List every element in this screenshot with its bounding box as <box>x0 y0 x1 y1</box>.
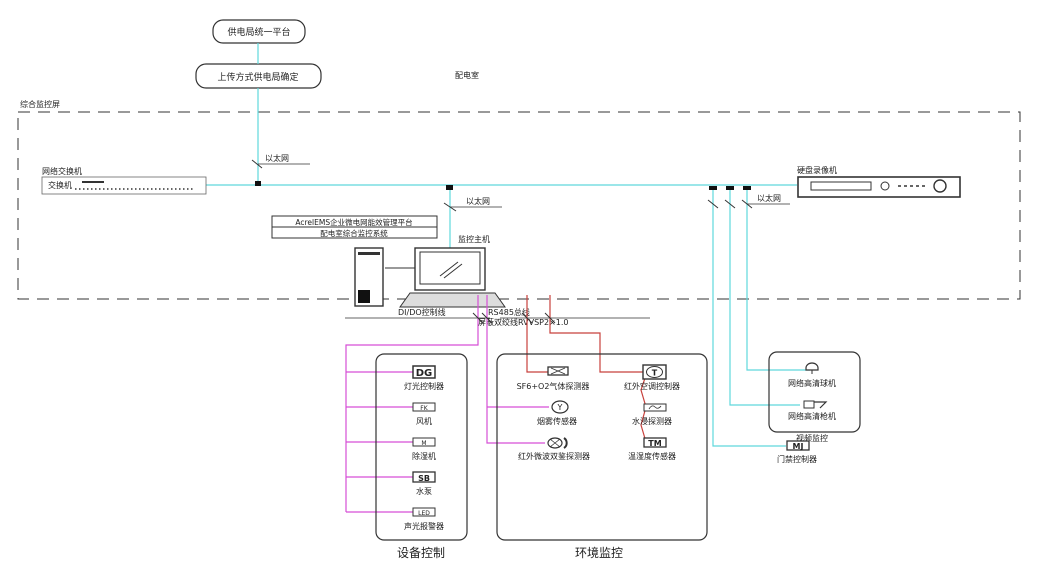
device-fan: FK 风机 <box>412 402 436 426</box>
sensor-smoke: Y 烟雾传感器 <box>537 400 577 426</box>
switch-group-label: 网络交换机 <box>42 166 82 176</box>
device-alarm: LED 声光报警器 <box>404 507 444 531</box>
software-line1: AcrelEMS企业微电网能效管理平台 <box>295 217 412 227</box>
svg-text:FK: FK <box>420 405 428 412</box>
svg-text:网络高清球机: 网络高清球机 <box>788 378 836 388</box>
pc-tower-icon <box>354 247 415 307</box>
svg-text:烟雾传感器: 烟雾传感器 <box>537 416 577 426</box>
dido-label: DI/DO控制线 <box>398 307 446 317</box>
svg-text:T: T <box>652 369 658 378</box>
svg-text:MJ: MJ <box>793 442 804 451</box>
svg-text:风机: 风机 <box>416 416 432 426</box>
svg-text:水浸探测器: 水浸探测器 <box>632 416 672 426</box>
svg-text:网络高清枪机: 网络高清枪机 <box>788 411 836 421</box>
svg-text:灯光控制器: 灯光控制器 <box>404 381 444 391</box>
svg-text:以太网: 以太网 <box>265 153 289 163</box>
svg-text:红外空调控制器: 红外空调控制器 <box>624 381 680 391</box>
upload-node: 上传方式供电局确定 <box>195 63 322 89</box>
monitor-panel-border <box>17 111 1021 300</box>
svg-text:DG: DG <box>416 368 433 379</box>
network-nodes <box>255 181 751 190</box>
svg-text:除湿机: 除湿机 <box>412 451 436 461</box>
host-label: 监控主机 <box>458 234 490 244</box>
video-recorder-icon <box>797 176 961 198</box>
bullet-camera: 网络高清枪机 <box>788 400 836 421</box>
upload-label: 上传方式供电局确定 <box>217 71 298 83</box>
device-dehumidifier: M 除湿机 <box>412 437 436 461</box>
svg-text:门禁控制器: 门禁控制器 <box>777 454 817 464</box>
switch-label: 交换机 <box>48 180 72 190</box>
svg-text:SB: SB <box>418 474 430 483</box>
svg-text:以太网: 以太网 <box>757 193 781 203</box>
access-controller: MJ 门禁控制器 <box>777 440 817 464</box>
ethernet-label-1: 以太网 <box>251 153 310 169</box>
rs485-label: RS485总线 <box>488 307 530 317</box>
panel-title: 综合监控屏 <box>20 99 60 109</box>
device-water-pump: SB 水泵 <box>412 471 436 496</box>
monitor-icon <box>399 247 506 308</box>
room-label: 配电室 <box>455 70 479 80</box>
software-line2: 配电室综合监控系统 <box>320 228 388 238</box>
dome-camera: 网络高清球机 <box>788 362 836 388</box>
sensor-water-leak: 水浸探测器 <box>632 403 672 426</box>
svg-text:M: M <box>421 440 426 447</box>
video-monitor-title: 视频监控 <box>796 433 828 443</box>
recorder-label: 硬盘录像机 <box>797 165 837 175</box>
svg-text:温湿度传感器: 温湿度传感器 <box>628 451 676 461</box>
svg-text:LED: LED <box>418 510 430 517</box>
device-control-box <box>375 353 468 541</box>
device-control-title: 设备控制 <box>397 546 445 560</box>
svg-text:水泵: 水泵 <box>416 486 432 496</box>
sensor-sf6: SF6+O2气体探测器 <box>517 366 590 391</box>
sensor-microwave: 红外微波双鉴探测器 <box>518 437 590 461</box>
device-light-controller: DG 灯光控制器 <box>404 365 444 391</box>
network-switch: 交换机 <box>41 176 207 195</box>
svg-text:红外微波双鉴探测器: 红外微波双鉴探测器 <box>518 451 590 461</box>
svg-text:SF6+O2气体探测器: SF6+O2气体探测器 <box>517 381 590 391</box>
env-monitor-box <box>496 353 708 541</box>
video-monitor-box <box>768 351 861 433</box>
sensor-temp-humidity: TM 温湿度传感器 <box>628 437 676 461</box>
software-box: AcrelEMS企业微电网能效管理平台 配电室综合监控系统 <box>271 215 438 239</box>
svg-text:以太网: 以太网 <box>466 196 490 206</box>
cable-label: 屏蔽双绞线RVVSP2×1.0 <box>478 317 568 327</box>
ethernet-lines <box>206 43 810 447</box>
platform-node: 供电局统一平台 <box>212 19 306 44</box>
svg-text:声光报警器: 声光报警器 <box>404 521 444 531</box>
dido-lines <box>345 295 549 513</box>
svg-text:TM: TM <box>648 439 661 448</box>
env-monitor-title: 环境监控 <box>575 545 623 560</box>
ethernet-label-3: 以太网 <box>707 193 790 209</box>
platform-label: 供电局统一平台 <box>227 26 290 38</box>
ethernet-label-2: 以太网 <box>443 196 502 212</box>
sensor-ac-controller: T 红外空调控制器 <box>624 364 680 391</box>
svg-text:Y: Y <box>557 403 563 412</box>
